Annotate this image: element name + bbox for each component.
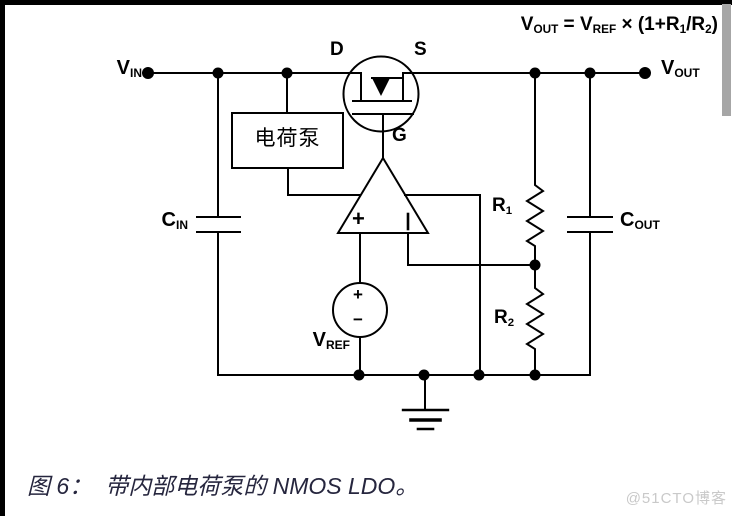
drain-label: D <box>330 40 344 60</box>
junction-dots <box>142 67 651 381</box>
r1-base: R <box>492 195 506 216</box>
vref-minus-text: − <box>353 310 363 329</box>
resistor-r1 <box>525 72 545 266</box>
vref-plus-text: + <box>353 285 363 304</box>
frame-border-left <box>0 0 5 516</box>
formula-vref: V <box>579 14 593 35</box>
formula-vref-sub: REF <box>592 22 617 36</box>
ground-symbol <box>401 374 450 431</box>
opamp <box>336 156 536 376</box>
opamp-plus-input-label: + <box>352 207 365 230</box>
frame-border-top <box>0 0 732 5</box>
vin-base: V <box>116 57 130 79</box>
r1-label: R1 <box>492 195 513 217</box>
vref-base: V <box>312 329 326 351</box>
drain-text: D <box>330 39 344 60</box>
scrollbar-thumb[interactable] <box>722 4 731 116</box>
vout-base: V <box>661 57 675 79</box>
formula-times: × (1+ <box>616 14 666 35</box>
source-label: S <box>414 40 427 60</box>
source-text: S <box>414 39 427 60</box>
vref-source <box>332 282 388 376</box>
figure-title: 带内部电荷泵的 NMOS LDO。 <box>105 473 419 499</box>
formula-r1-sub: 1 <box>679 22 687 36</box>
gate-text: G <box>392 125 407 146</box>
r1-sub: 1 <box>505 204 513 217</box>
vout-sub: OUT <box>674 65 700 80</box>
vref-label: VREF <box>292 330 350 351</box>
figure-number: 图 6： <box>27 473 93 499</box>
cout-sub: OUT <box>634 217 660 232</box>
vref-sub: REF <box>326 337 350 352</box>
formula-eq: = <box>558 14 580 35</box>
formula-slash: / <box>686 14 692 35</box>
resistor-r2 <box>525 264 545 376</box>
vref-plus-label: + <box>353 286 363 304</box>
charge-pump-text: 电荷泵 <box>254 127 321 150</box>
cin-label: CIN <box>138 210 188 231</box>
vout-label: VOUT <box>661 58 700 79</box>
vref-minus-label: − <box>353 311 363 329</box>
nmos-transistor <box>342 55 420 159</box>
cin-base: C <box>161 209 176 231</box>
cout-label: COUT <box>620 210 660 231</box>
cout-base: C <box>620 209 635 231</box>
formula-vout: V <box>520 14 534 35</box>
r2-sub: 2 <box>507 316 515 329</box>
mosfet-arrow-icon <box>372 78 390 96</box>
r2-label: R2 <box>494 307 515 329</box>
feedback-wire <box>407 232 536 266</box>
formula-vout-sub: OUT <box>533 22 559 36</box>
watermark: @51CTO博客 <box>625 490 727 507</box>
formula-r2-sub: 2 <box>705 22 712 36</box>
opamp-plus-text: + <box>352 206 365 231</box>
charge-pump-label: 电荷泵 <box>232 127 343 150</box>
formula-r2: R <box>691 14 706 35</box>
vin-label: VIN <box>86 58 142 79</box>
capacitor-cout <box>567 72 613 376</box>
output-voltage-formula: VOUT = VREF × (1+R1/R2) <box>521 14 718 36</box>
formula-r1: R <box>665 14 680 35</box>
charge-pump-box <box>231 72 362 196</box>
opamp-ground-wire <box>404 194 481 376</box>
vin-sub: IN <box>130 65 142 80</box>
r2-base: R <box>494 307 508 328</box>
figure-caption: 图 6： 带内部电荷泵的 NMOS LDO。 <box>27 467 418 501</box>
formula-close: ) <box>711 14 718 35</box>
cin-sub: IN <box>176 217 188 232</box>
capacitor-cin <box>196 72 241 376</box>
gate-label: G <box>392 126 407 146</box>
